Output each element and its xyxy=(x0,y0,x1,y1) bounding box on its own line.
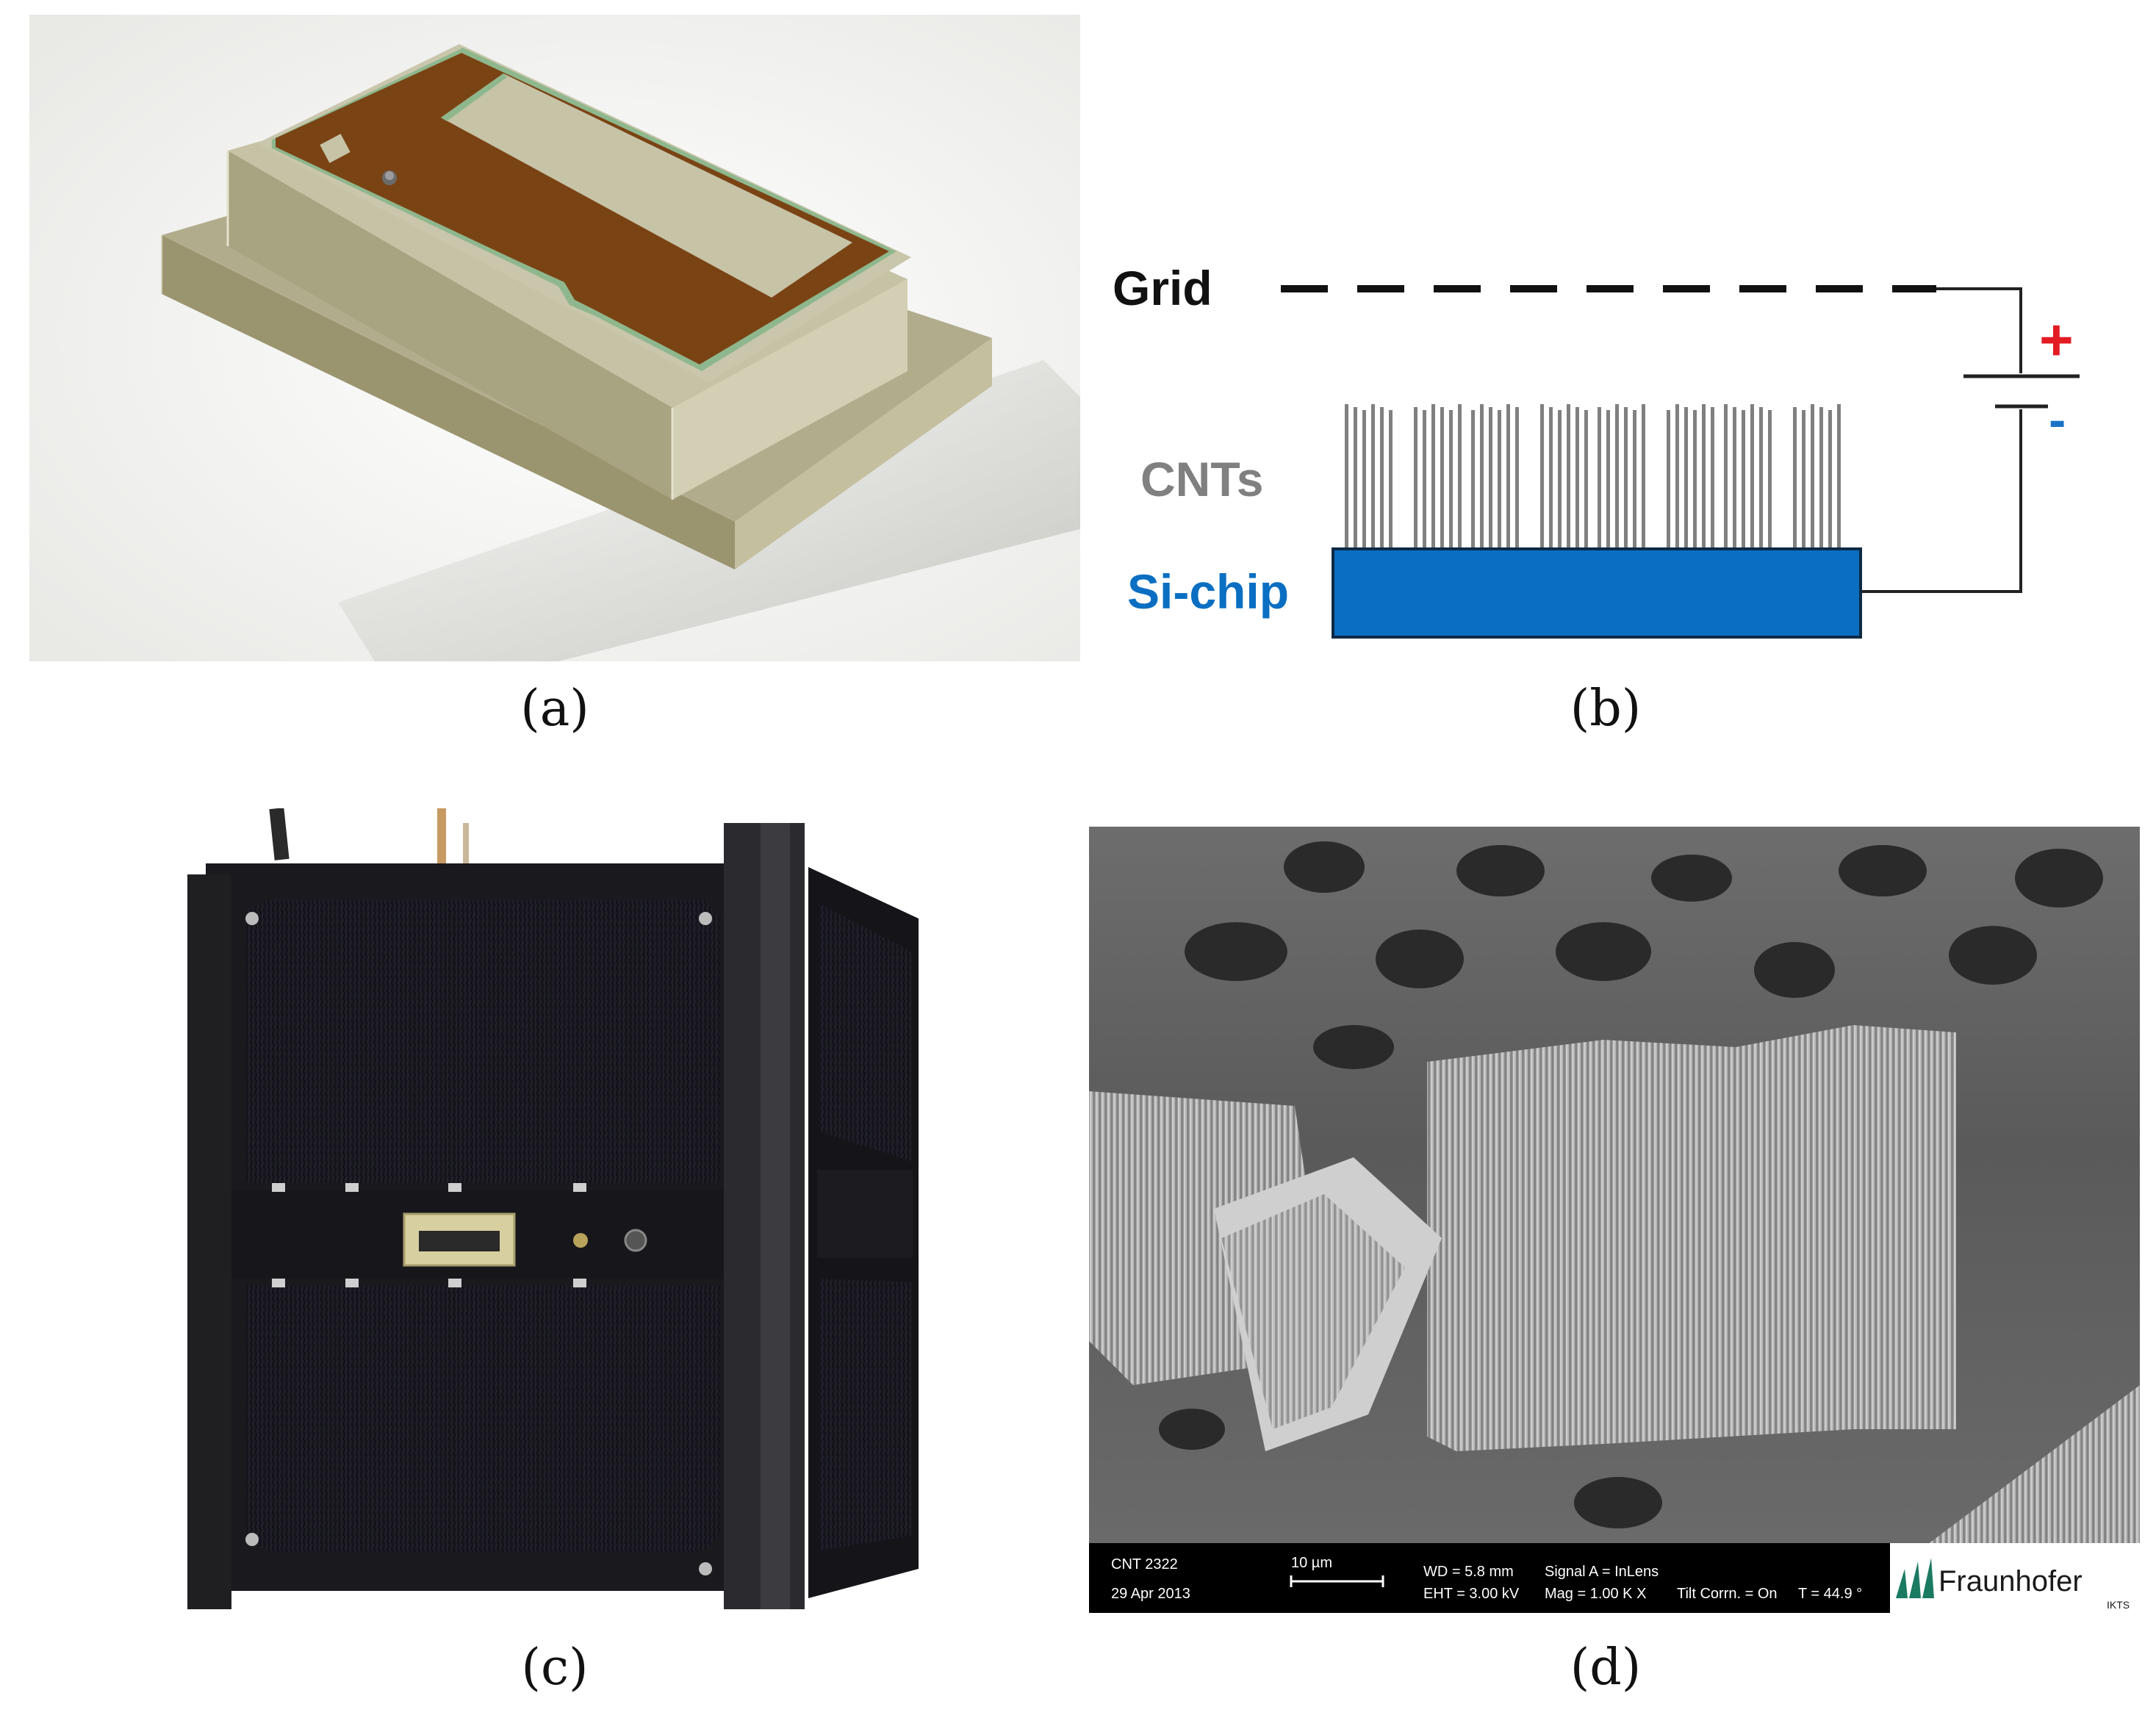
cnt-bundle xyxy=(1345,404,1841,547)
cnt-tube xyxy=(1506,404,1510,547)
sem-tilt: Tilt Corrn. = On xyxy=(1677,1586,1778,1602)
cnts-label: CNTs xyxy=(1140,452,1263,506)
cnt-tube xyxy=(1598,407,1601,547)
panel-c-cubesat-photo xyxy=(176,808,992,1609)
sem-working-distance: WD = 5.8 mm xyxy=(1423,1564,1514,1580)
cnt-tube xyxy=(1642,404,1645,547)
sem-magnification: Mag = 1.00 K X xyxy=(1545,1586,1646,1602)
caption-b: (b) xyxy=(1570,680,1642,738)
panel-a-cad-render xyxy=(29,15,1080,661)
sem-info-bar xyxy=(1089,1543,1890,1613)
grid-wire xyxy=(1936,287,2022,373)
cnt-tube xyxy=(1768,410,1772,547)
cubesat-image xyxy=(176,808,992,1609)
cnt-tube xyxy=(1440,407,1444,547)
cnt-tube xyxy=(1711,407,1714,547)
cnt-tube xyxy=(1540,404,1544,547)
si-chip-rect xyxy=(1332,547,1862,639)
cnt-tube xyxy=(1693,410,1697,547)
sem-tilt-angle: T = 44.9 ° xyxy=(1798,1586,1862,1602)
cad-render-image xyxy=(29,15,1080,661)
minus-sign: - xyxy=(2049,391,2066,448)
cnt-tube xyxy=(1380,407,1384,547)
sem-sample-id: CNT 2322 xyxy=(1111,1556,1178,1573)
grid-label: Grid xyxy=(1113,261,1212,315)
cnt-tube xyxy=(1458,404,1462,547)
cnt-tube xyxy=(1480,404,1484,547)
fraunhofer-logo-text: Fraunhofer xyxy=(1938,1565,2083,1597)
caption-d: (d) xyxy=(1570,1639,1642,1697)
cnt-tube xyxy=(1615,404,1619,547)
sem-date: 29 Apr 2013 xyxy=(1111,1586,1190,1602)
cnt-tube xyxy=(1489,407,1492,547)
sem-signal: Signal A = InLens xyxy=(1545,1564,1659,1580)
cnt-emitter-schematic: Grid + - CNTs Si-chip xyxy=(1113,261,2080,639)
sem-micrograph: CNT 2322 29 Apr 2013 10 µm WD = 5.8 mm E… xyxy=(1089,827,2140,1613)
fraunhofer-ikts-text: IKTS xyxy=(2107,1599,2130,1611)
si-chip-label: Si-chip xyxy=(1127,564,1289,619)
cnt-tube xyxy=(1449,410,1453,547)
cnt-tube xyxy=(1684,407,1688,547)
cnt-tube xyxy=(1423,410,1426,547)
cnt-tube xyxy=(1431,404,1435,547)
cnt-tube xyxy=(1362,410,1366,547)
cnt-tube xyxy=(1675,404,1679,547)
cnt-tube xyxy=(1733,407,1736,547)
cnt-tube xyxy=(1702,404,1706,547)
sem-eht: EHT = 3.00 kV xyxy=(1423,1586,1520,1602)
cnt-tube xyxy=(1828,410,1832,547)
cnt-tube xyxy=(1724,404,1728,547)
cnt-tube xyxy=(1837,404,1841,547)
cnt-tube xyxy=(1811,404,1814,547)
caption-c: (c) xyxy=(521,1639,589,1697)
cnt-tube xyxy=(1819,407,1823,547)
cnt-tube xyxy=(1345,404,1348,547)
cnt-tube xyxy=(1750,404,1754,547)
fraunhofer-logo-icon xyxy=(1896,1558,1934,1598)
cnt-tube xyxy=(1802,410,1805,547)
cnt-tube xyxy=(1575,407,1579,547)
chip-wire xyxy=(1859,409,2022,593)
cnt-tube xyxy=(1793,407,1797,547)
plus-sign: + xyxy=(2039,307,2074,373)
cnt-tube xyxy=(1759,407,1763,547)
cnt-tube xyxy=(1414,407,1417,547)
panel-d-sem-image: CNT 2322 29 Apr 2013 10 µm WD = 5.8 mm E… xyxy=(1089,827,2140,1613)
cnt-tube xyxy=(1549,407,1553,547)
sem-scale-label: 10 µm xyxy=(1291,1555,1332,1571)
cnt-tube xyxy=(1354,407,1357,547)
panel-b-schematic: Grid + - CNTs Si-chip xyxy=(1102,15,2131,661)
cnt-tube xyxy=(1606,410,1610,547)
cnt-tube xyxy=(1471,410,1475,547)
cnt-tube xyxy=(1567,404,1570,547)
cnt-tube xyxy=(1498,410,1501,547)
cnt-tube xyxy=(1624,407,1628,547)
cnt-tube xyxy=(1389,410,1393,547)
cnt-tube xyxy=(1371,404,1375,547)
cnt-tube xyxy=(1584,410,1588,547)
cnt-tube xyxy=(1633,410,1636,547)
cnt-tube xyxy=(1515,407,1519,547)
sem-scale-bar xyxy=(1290,1575,1384,1587)
cnt-tube xyxy=(1667,410,1670,547)
cnt-tube xyxy=(1558,410,1562,547)
cnt-tube xyxy=(1742,410,1745,547)
caption-a: (a) xyxy=(520,680,589,738)
